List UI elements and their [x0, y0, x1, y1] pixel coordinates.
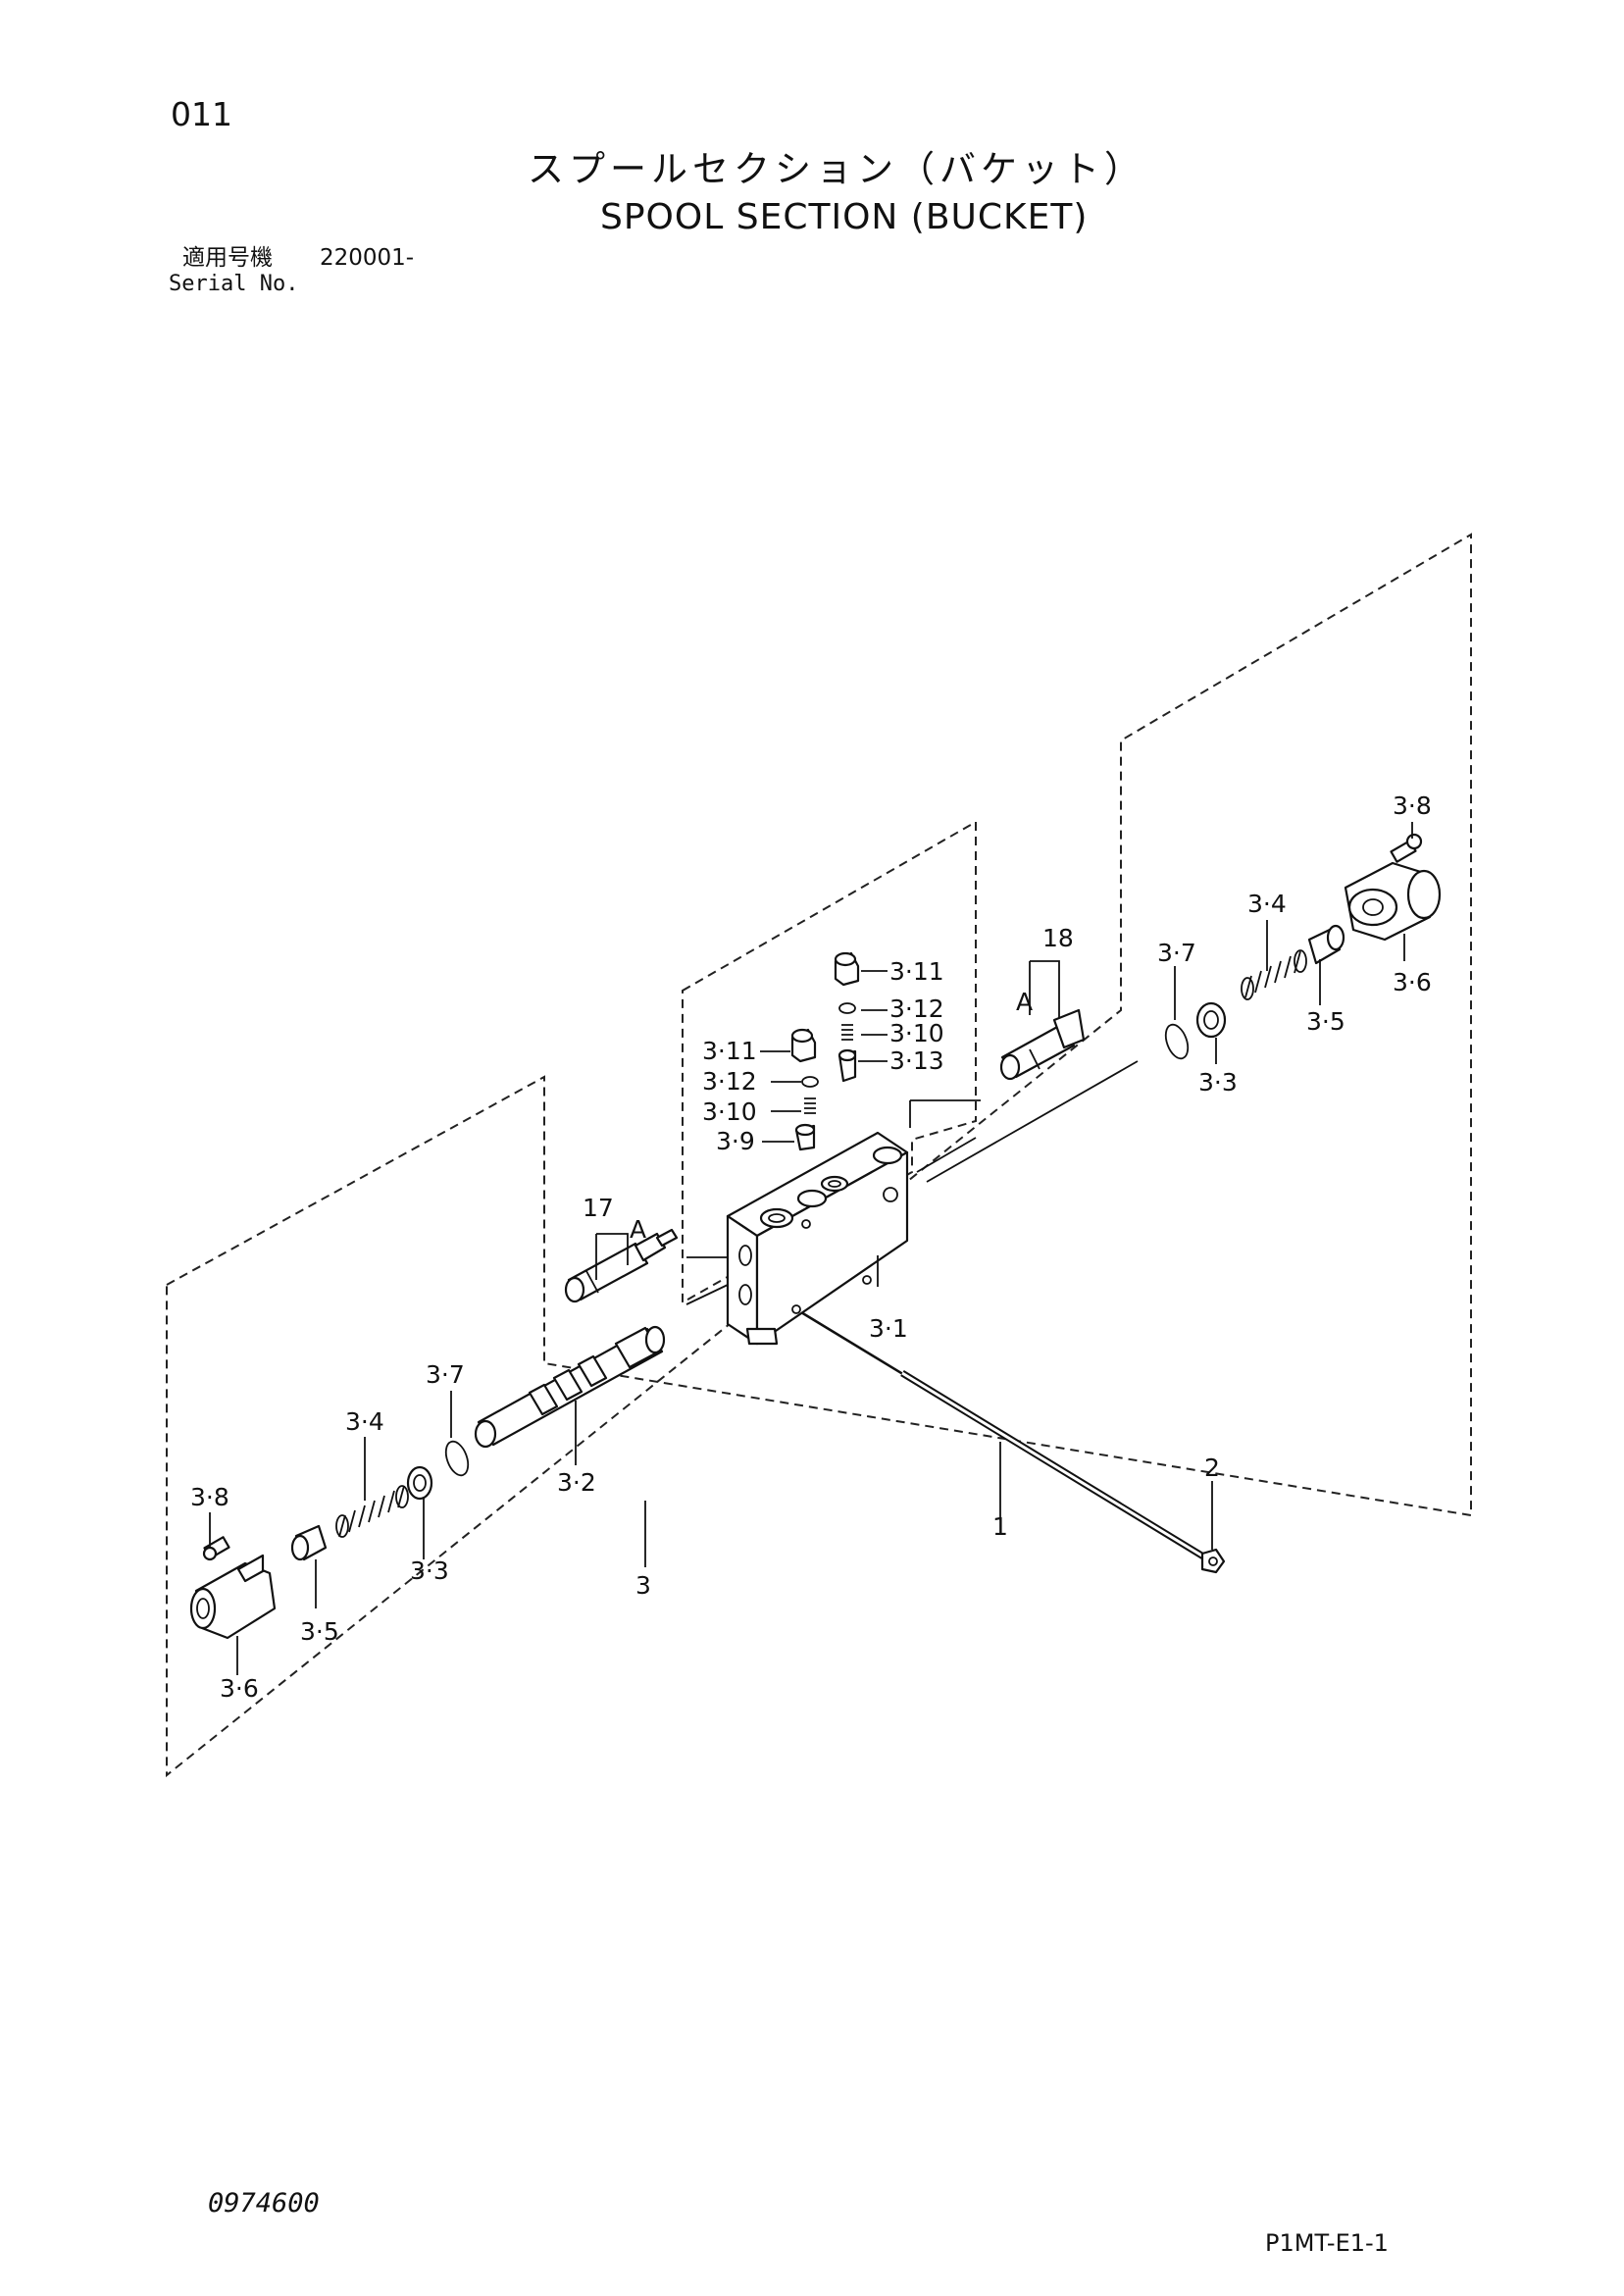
left-spring-part [335, 1485, 409, 1538]
nut-part [1200, 1548, 1226, 1574]
right-spring-part [1241, 949, 1307, 1000]
relief-valve-left-part [564, 1228, 679, 1303]
right-bolt-part [1390, 833, 1423, 863]
right-spring-seat-part [1307, 924, 1345, 965]
left-bolt-part [202, 1536, 230, 1561]
page-title-japanese: スプールセクション（バケット） [528, 148, 1145, 190]
callout-3-12-upper: 3·12 [889, 995, 944, 1023]
plug-lower-part [790, 1028, 817, 1063]
callout-2: 2 [1204, 1454, 1220, 1482]
right-cap-part [1344, 861, 1442, 942]
callout-3-13: 3·13 [889, 1046, 944, 1075]
callout-3-12-lower: 3·12 [702, 1067, 757, 1096]
serial-label-japanese: 適用号機 [182, 245, 273, 271]
right-o-ring-part [1164, 1023, 1190, 1060]
callout-1: 1 [992, 1512, 1008, 1541]
relief-valve-right-part [999, 1008, 1086, 1081]
callout-3-3-left: 3·3 [410, 1556, 449, 1585]
right-retainer-part [1195, 1001, 1227, 1039]
callout-3-11-upper: 3·11 [889, 957, 944, 986]
callout-3-3-right: 3·3 [1198, 1068, 1238, 1097]
left-o-ring-part [444, 1440, 470, 1477]
assembly-boundary-outer [166, 533, 1472, 1778]
callout-3-1: 3·1 [869, 1314, 908, 1343]
left-retainer-part [406, 1465, 433, 1501]
callout-a-left: A [630, 1215, 646, 1244]
document-code: 0974600 [208, 2188, 320, 2219]
callout-a-right: A [1016, 988, 1033, 1016]
callout-3-6-left: 3·6 [220, 1674, 259, 1703]
callout-17: 17 [583, 1194, 614, 1222]
spool-part [474, 1325, 666, 1449]
callout-3-7-left: 3·7 [426, 1360, 465, 1389]
callout-3-11-lower: 3·11 [702, 1037, 757, 1065]
left-spring-seat-part [290, 1524, 328, 1561]
callout-3-8-right: 3·8 [1393, 791, 1432, 820]
callout-3-10-lower: 3·10 [702, 1097, 757, 1126]
callout-3-10-upper: 3·10 [889, 1019, 944, 1047]
valve-body-part [726, 1131, 909, 1346]
o-ring-upper-part [838, 1002, 856, 1014]
o-ring-lower-part [801, 1076, 819, 1088]
callout-3-2: 3·2 [557, 1468, 596, 1497]
callout-3: 3 [635, 1571, 651, 1600]
callout-3-5-left: 3·5 [300, 1617, 339, 1646]
callout-3-4-left: 3·4 [345, 1407, 384, 1436]
callout-18: 18 [1042, 924, 1074, 952]
serial-number: 220001- [320, 245, 415, 271]
poppet-lower-part [794, 1123, 816, 1151]
poppet-upper-part [837, 1048, 857, 1083]
callout-3-5-right: 3·5 [1306, 1007, 1345, 1036]
tie-rod-part [795, 1307, 1210, 1562]
page-number: 011 [171, 95, 232, 133]
page-title: SPOOL SECTION (BUCKET) [600, 197, 1089, 237]
callout-3-8-left: 3·8 [190, 1483, 229, 1511]
callout-3-6-right: 3·6 [1393, 968, 1432, 996]
plug-upper-part [834, 951, 860, 987]
serial-label: Serial No. [169, 272, 299, 296]
spring-lower-part [804, 1097, 816, 1114]
callout-3-7-right: 3·7 [1157, 939, 1196, 967]
page-code: P1MT-E1-1 [1265, 2229, 1389, 2257]
callout-labels: 3·8 3·4 3·6 3·5 3·7 3·3 18 A 3·11 3·12 3… [190, 791, 1432, 1703]
left-cap-part [189, 1554, 277, 1640]
callout-3-9: 3·9 [716, 1127, 755, 1155]
spring-upper-part [841, 1024, 853, 1041]
leader-lines [209, 822, 1413, 1675]
callout-3-4-right: 3·4 [1247, 890, 1287, 918]
